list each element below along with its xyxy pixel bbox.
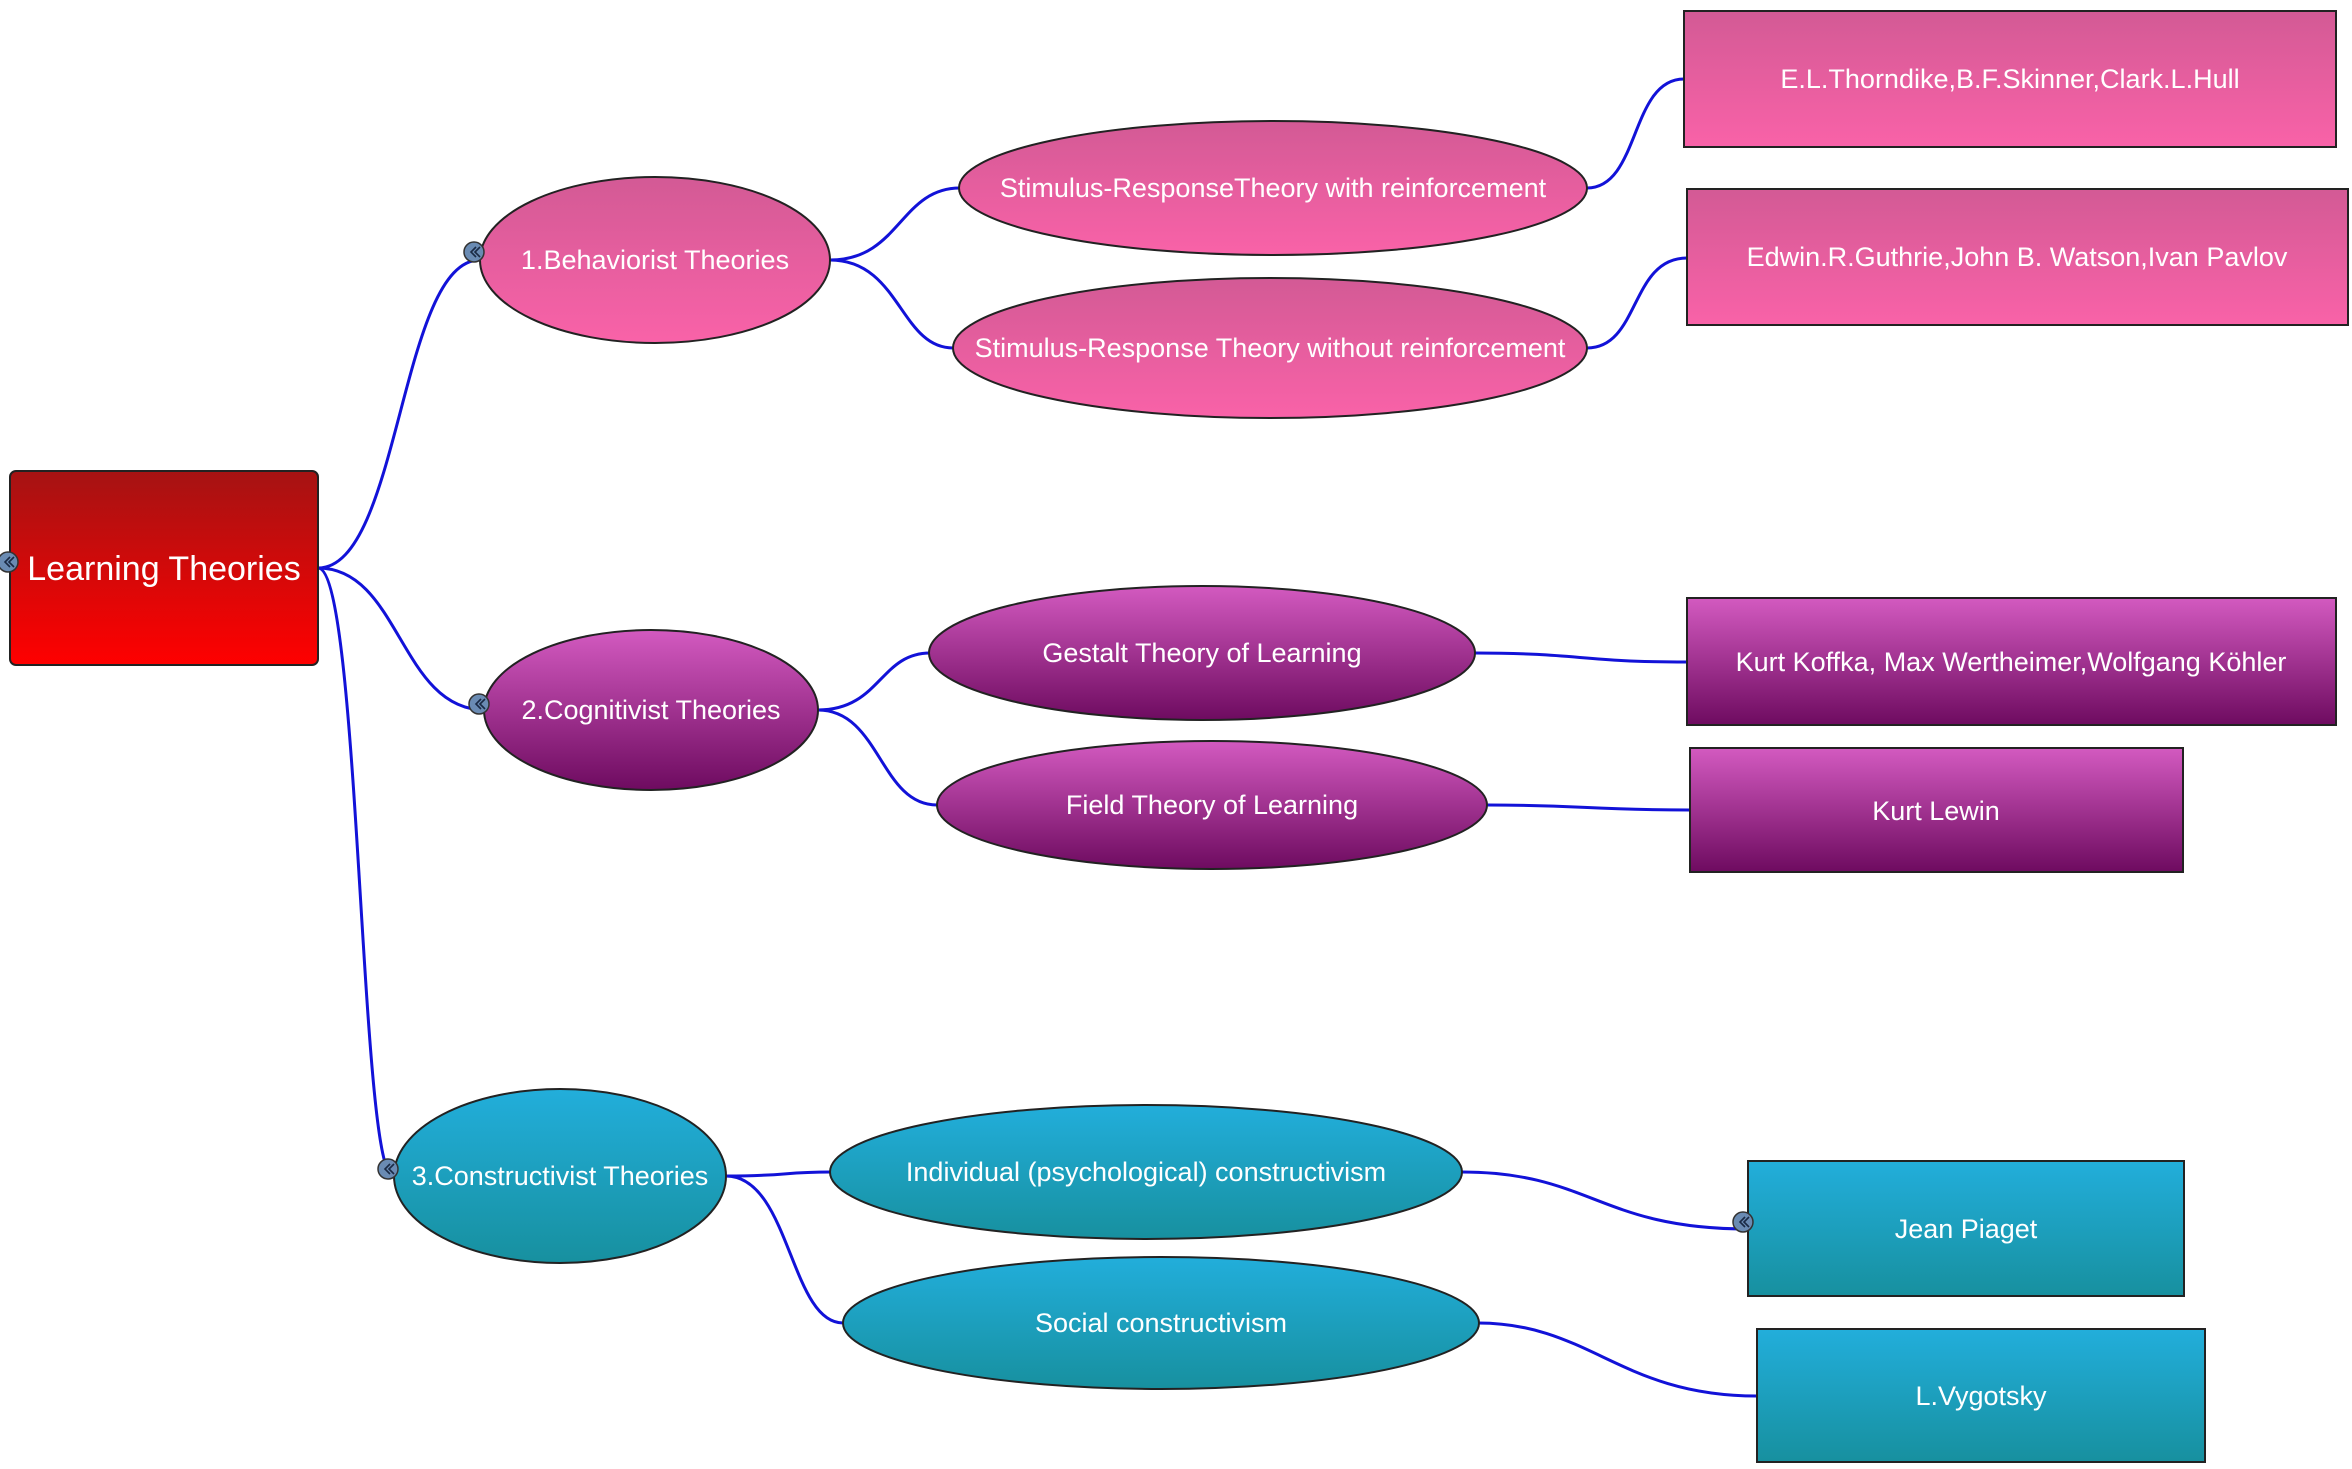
leaf-thorndike-skinner-hull[interactable]: E.L.Thorndike,B.F.Skinner,Clark.L.Hull [1683, 10, 2337, 148]
collapse-chevron-icon[interactable] [377, 1158, 399, 1180]
subtopic-gestalt[interactable]: Gestalt Theory of Learning [928, 585, 1476, 721]
connector-individual-leaf [1461, 1170, 1749, 1231]
connector-social-leaf [1477, 1321, 1758, 1398]
subtopic-social-constructivism-shape [842, 1256, 1480, 1390]
subtopic-without-reinforcement[interactable]: Stimulus-Response Theory without reinfor… [952, 277, 1588, 419]
leaf-vygotsky[interactable]: L.Vygotsky [1756, 1328, 2206, 1463]
connector-without-leaf [1586, 256, 1688, 350]
connector-behaviorist-without [829, 258, 954, 350]
subtopic-with-reinforcement[interactable]: Stimulus-ResponseTheory with reinforceme… [958, 120, 1588, 256]
subtopic-without-reinforcement-shape [952, 277, 1588, 419]
subtopic-individual-constructivism-label: Individual (psychological) constructivis… [906, 1157, 1386, 1187]
connector-cognitivist-gestalt [817, 651, 931, 712]
branch-constructivist-label: 3.Constructivist Theories [412, 1161, 709, 1191]
branch-constructivist[interactable]: 3.Constructivist Theories [393, 1088, 727, 1264]
connector-root-behaviorist [317, 258, 481, 570]
collapse-buttons [0, 241, 1754, 1233]
connector-gestalt-leaf [1474, 651, 1688, 664]
subtopic-gestalt-shape [928, 585, 1476, 721]
connector-constructivist-individual [725, 1170, 832, 1178]
leaf-thorndike-skinner-hull-box [1683, 10, 2337, 148]
subtopic-individual-constructivism-shape [829, 1104, 1463, 1240]
collapse-chevron-icon[interactable] [1732, 1211, 1754, 1233]
connectors [317, 77, 1758, 1398]
leaf-koffka-wertheimer-kohler-box [1686, 597, 2337, 726]
leaf-koffka-wertheimer-kohler-label: Kurt Koffka, Max Wertheimer,Wolfgang Köh… [1736, 647, 2287, 677]
leaf-piaget[interactable]: Jean Piaget [1747, 1160, 2185, 1297]
collapse-chevron-icon[interactable] [0, 551, 19, 573]
subtopic-individual-constructivism[interactable]: Individual (psychological) constructivis… [829, 1104, 1463, 1240]
subtopic-without-reinforcement-label: Stimulus-Response Theory without reinfor… [975, 333, 1566, 363]
branch-behaviorist[interactable]: 1.Behaviorist Theories [479, 176, 831, 344]
subtopic-with-reinforcement-label: Stimulus-ResponseTheory with reinforceme… [1000, 173, 1547, 203]
collapse-chevron-icon[interactable] [468, 693, 490, 715]
leaf-koffka-wertheimer-kohler[interactable]: Kurt Koffka, Max Wertheimer,Wolfgang Köh… [1686, 597, 2337, 726]
connector-constructivist-social [725, 1174, 844, 1325]
connector-behaviorist-with [829, 186, 961, 262]
leaf-lewin-label: Kurt Lewin [1872, 796, 2000, 826]
leaf-guthrie-watson-pavlov-label: Edwin.R.Guthrie,John B. Watson,Ivan Pavl… [1747, 242, 2288, 272]
subtopic-field-theory-shape [936, 740, 1488, 870]
collapse-chevron-icon[interactable] [463, 241, 485, 263]
leaf-piaget-label: Jean Piaget [1895, 1214, 2038, 1244]
subtopic-field-theory[interactable]: Field Theory of Learning [936, 740, 1488, 870]
connector-root-constructivist [317, 566, 394, 1178]
subtopic-with-reinforcement-shape [958, 120, 1588, 256]
leaf-piaget-box [1747, 1160, 2185, 1297]
leaf-lewin[interactable]: Kurt Lewin [1689, 747, 2184, 873]
connector-with-leaf [1586, 77, 1685, 190]
subtopic-social-constructivism[interactable]: Social constructivism [842, 1256, 1480, 1390]
subtopic-gestalt-label: Gestalt Theory of Learning [1042, 638, 1361, 668]
connector-root-cognitivist [317, 566, 486, 712]
branch-behaviorist-label: 1.Behaviorist Theories [521, 245, 789, 275]
subtopic-social-constructivism-label: Social constructivism [1035, 1308, 1287, 1338]
root-node[interactable]: Learning Theories [9, 470, 319, 666]
leaf-vygotsky-box [1756, 1328, 2206, 1463]
branch-cognitivist[interactable]: 2.Cognitivist Theories [483, 629, 819, 791]
subtopic-field-theory-label: Field Theory of Learning [1066, 790, 1358, 820]
leaf-vygotsky-label: L.Vygotsky [1915, 1381, 2047, 1411]
connector-field-leaf [1486, 803, 1691, 812]
leaf-lewin-box [1689, 747, 2184, 873]
leaf-thorndike-skinner-hull-label: E.L.Thorndike,B.F.Skinner,Clark.L.Hull [1780, 64, 2239, 94]
root-node-label: Learning Theories [27, 550, 300, 588]
connector-cognitivist-field [817, 708, 938, 807]
branch-cognitivist-label: 2.Cognitivist Theories [521, 695, 780, 725]
leaf-guthrie-watson-pavlov-box [1686, 188, 2349, 326]
leaf-guthrie-watson-pavlov[interactable]: Edwin.R.Guthrie,John B. Watson,Ivan Pavl… [1686, 188, 2349, 326]
